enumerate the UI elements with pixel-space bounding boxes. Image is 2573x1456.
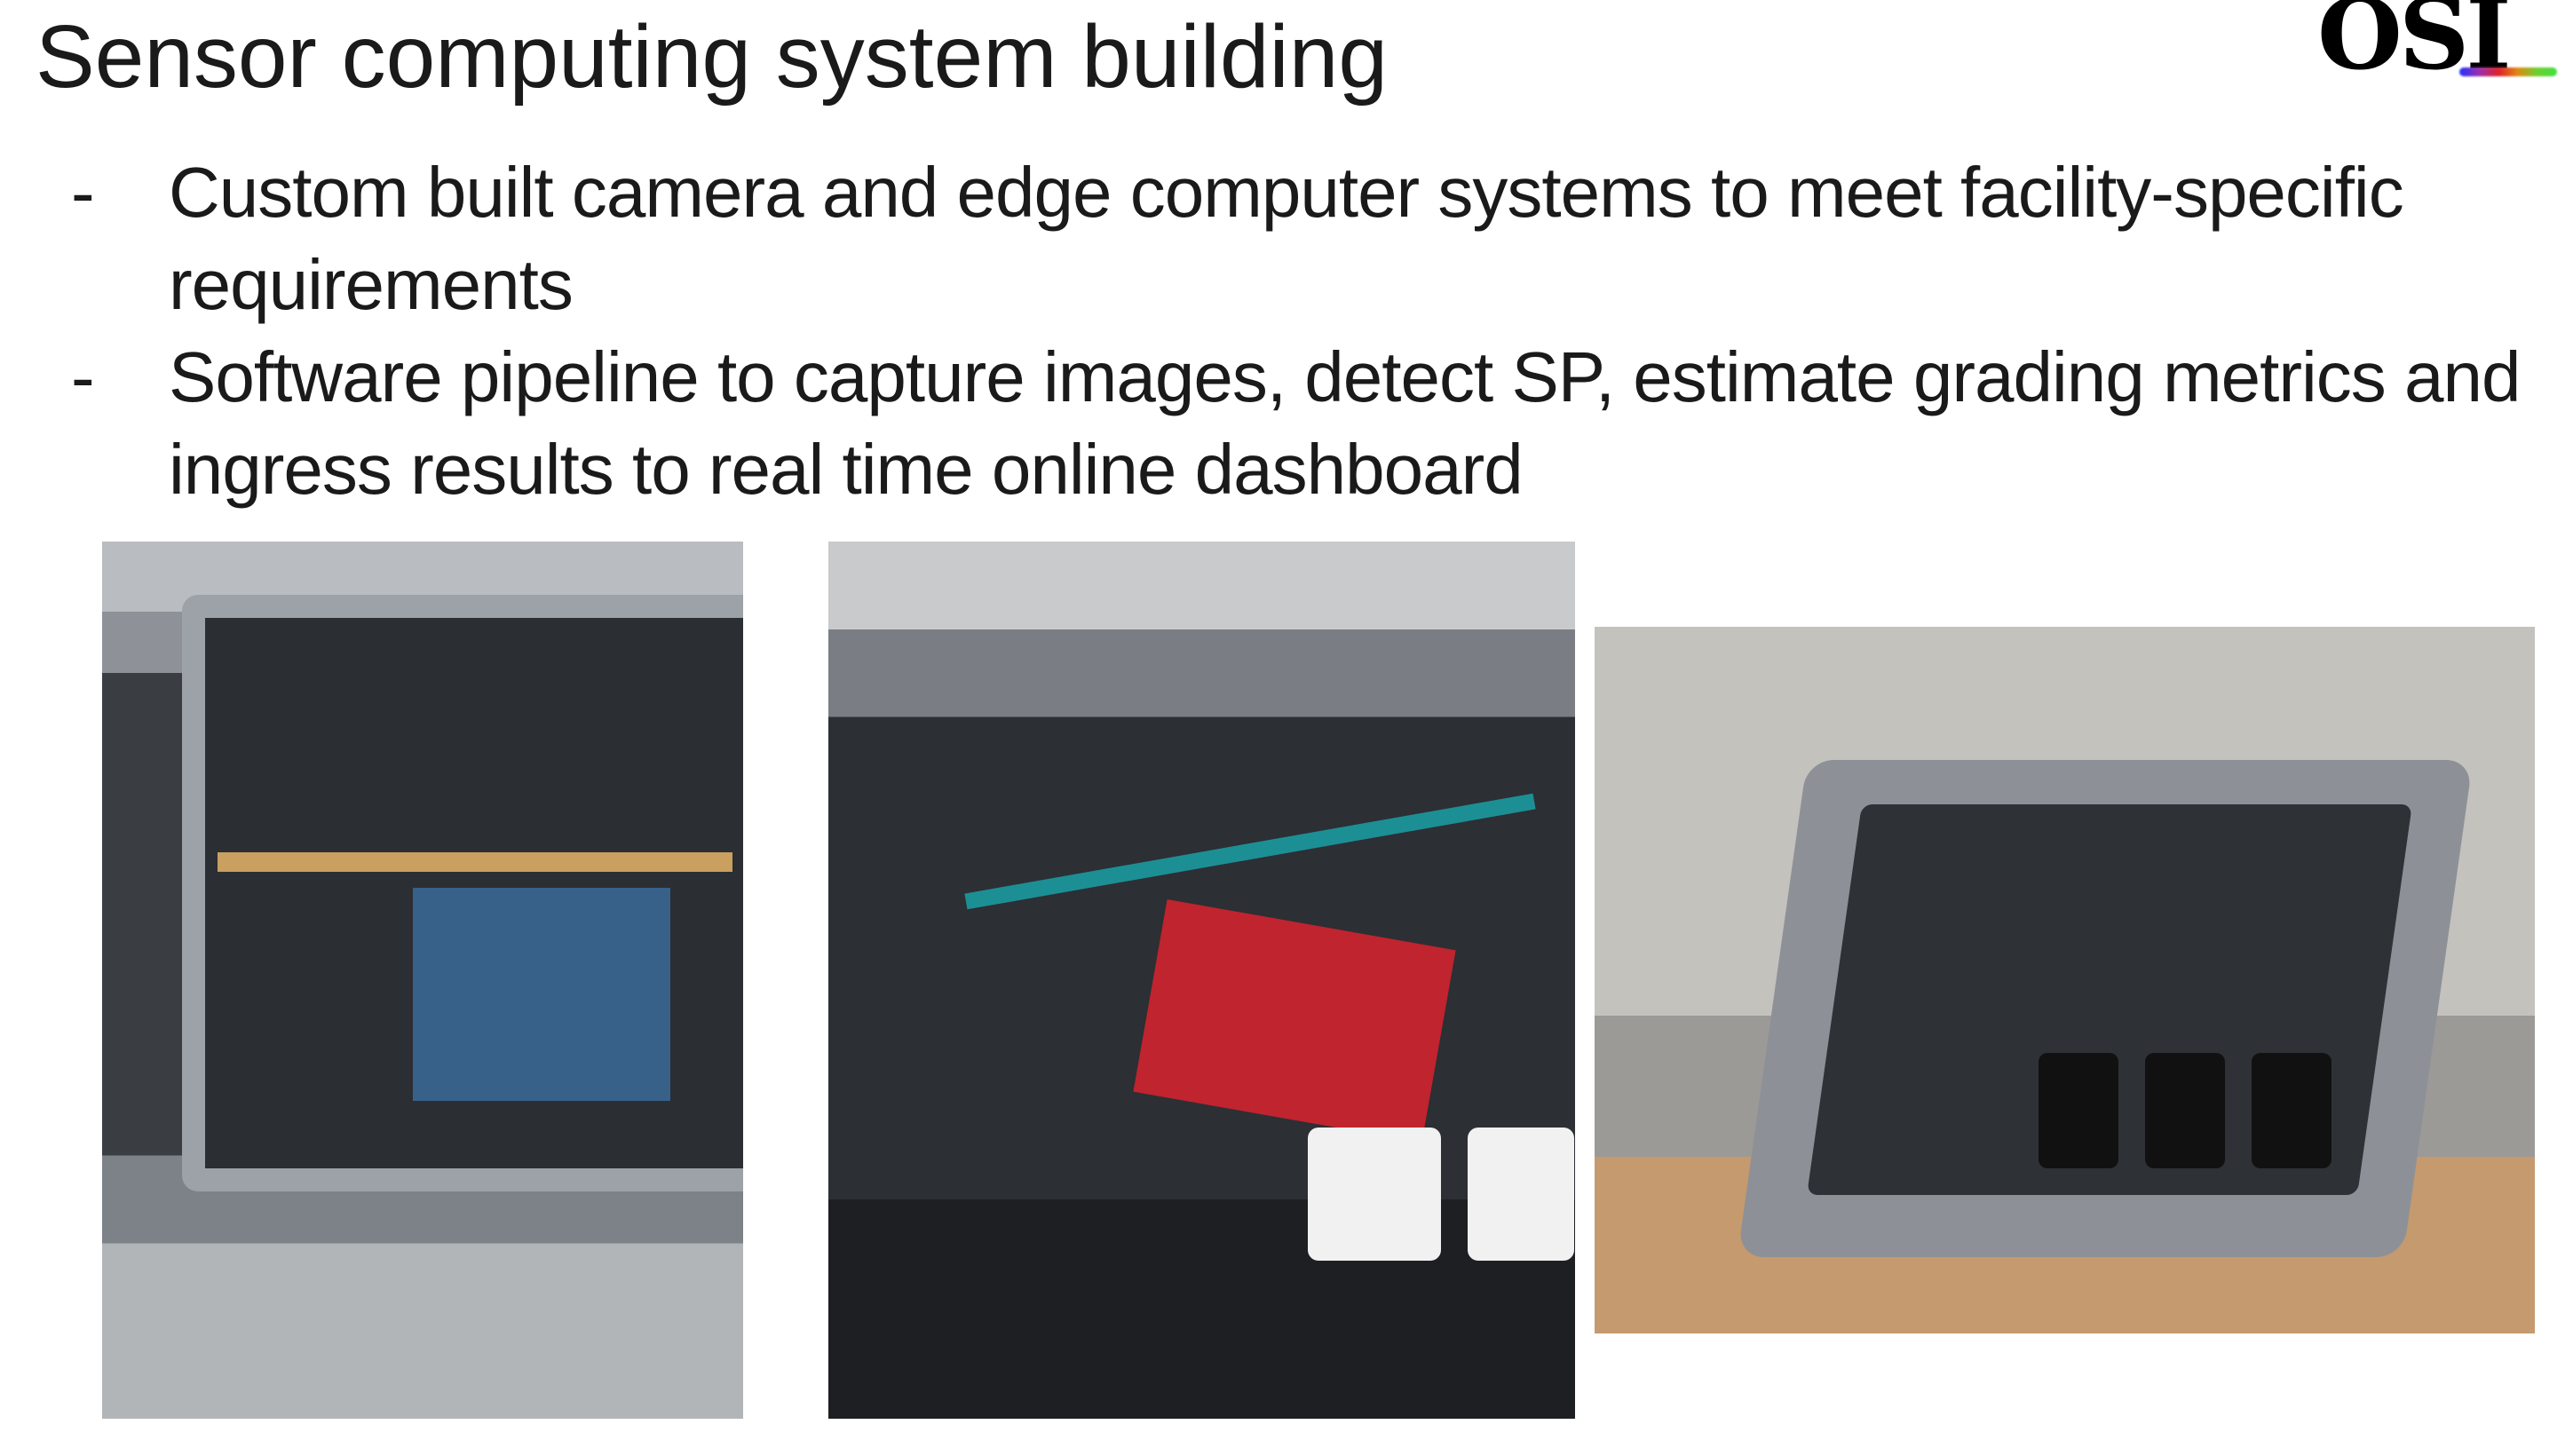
bullet-item: - Custom built camera and edge computer … <box>71 146 2557 331</box>
slide-title: Sensor computing system building <box>36 7 1388 107</box>
bullet-text: Software pipeline to capture images, det… <box>169 337 2521 509</box>
bullet-item: - Software pipeline to capture images, d… <box>71 331 2557 516</box>
bullet-text: Custom built camera and edge computer sy… <box>169 153 2404 324</box>
photo-camera-enclosure <box>1595 627 2535 1333</box>
bullet-list: - Custom built camera and edge computer … <box>71 146 2557 516</box>
bullet-marker: - <box>71 337 95 416</box>
bullet-marker: - <box>71 153 95 232</box>
photo-edge-computer-wiring <box>828 542 1575 1419</box>
osi-logo: OSI <box>2308 0 2566 92</box>
photo-enclosure-wall-mounted <box>102 542 743 1419</box>
